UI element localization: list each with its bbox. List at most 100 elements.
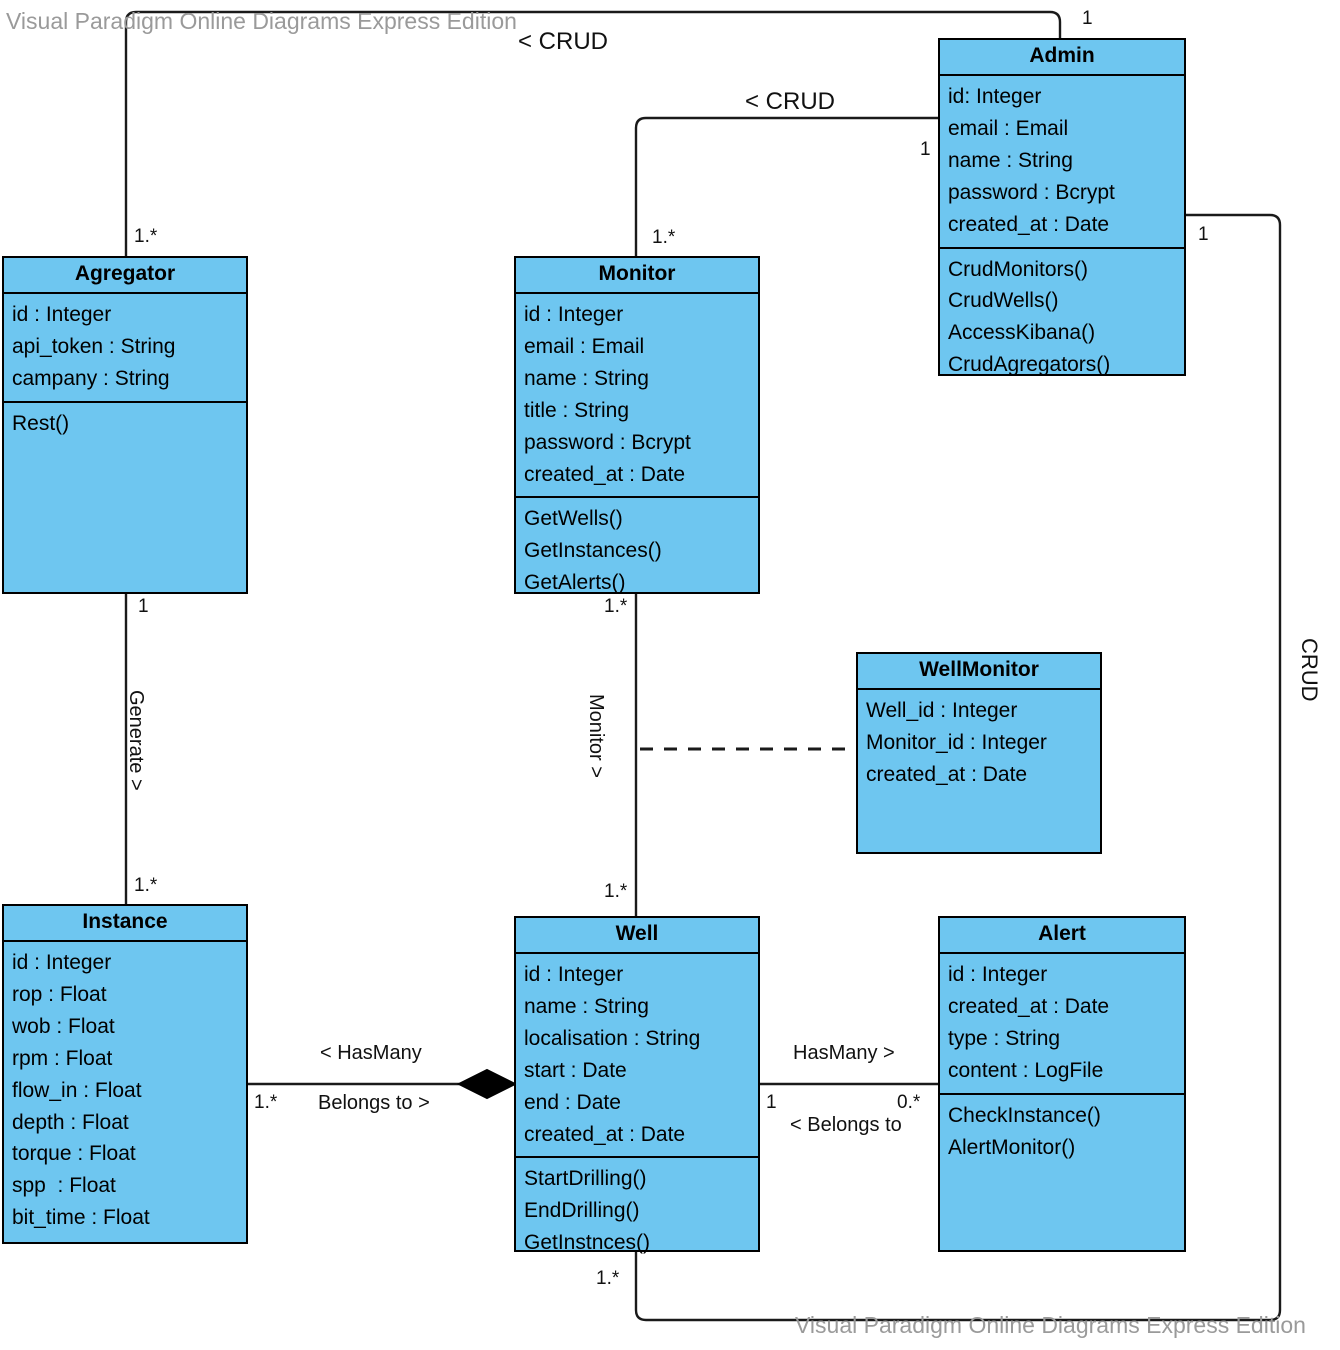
attribute: id : Integer <box>948 963 1048 986</box>
attribute: created_at : Date <box>948 994 1110 1018</box>
multiplicity-admin-agregator-source: 1 <box>1082 8 1093 29</box>
attribute: Well_id : Integer <box>866 699 1018 722</box>
attribute: id: Integer <box>948 85 1042 108</box>
attribute: type : String <box>948 1026 1061 1050</box>
composition-diamond <box>456 1068 518 1100</box>
class-attributes-admin: id: Integer email : Email name : String … <box>940 76 1184 249</box>
multiplicity-admin-agregator-target: 1.* <box>134 226 158 247</box>
edge-label-instance-well-bottom: Belongs to > <box>318 1092 430 1114</box>
edge-label-admin-agregator: < CRUD <box>518 28 609 55</box>
attribute: rop : Float <box>12 982 107 1006</box>
attribute: content : LogFile <box>948 1058 1104 1082</box>
class-title-alert: Alert <box>940 918 1184 954</box>
edge-label-instance-well-top: < HasMany <box>320 1042 422 1064</box>
class-attributes-monitor: id : Integer email : Email name : String… <box>516 294 758 499</box>
attribute: title : String <box>524 398 630 422</box>
class-operations-well: StartDrilling() EndDrilling() GetInstnce… <box>516 1158 758 1265</box>
attribute: id : Integer <box>12 951 112 974</box>
attribute: bit_time : Float <box>12 1206 150 1230</box>
operation: EndDrilling() <box>524 1199 640 1223</box>
edge-label-admin-well: CRUD <box>1297 638 1322 702</box>
edge-label-well-alert-top: HasMany > <box>793 1042 895 1064</box>
class-attributes-agregator: id : Integer api_token : String campany … <box>4 294 246 403</box>
attribute: api_token : String <box>12 334 176 358</box>
operation: CrudMonitors() <box>948 257 1089 281</box>
class-title-agregator: Agregator <box>4 258 246 294</box>
operation: GetWells() <box>524 507 623 531</box>
operation: AlertMonitor() <box>948 1135 1076 1159</box>
class-attributes-well: id : Integer name : String localisation … <box>516 954 758 1159</box>
class-box-instance[interactable]: Instance id : Integer rop : Float wob : … <box>2 904 248 1244</box>
attribute: password : Bcrypt <box>948 180 1115 204</box>
class-attributes-wellmonitor: Well_id : Integer Monitor_id : Integer c… <box>858 690 1100 797</box>
watermark-bottom: Visual Paradigm Online Diagrams Express … <box>795 1312 1306 1338</box>
multiplicity-admin-monitor-target: 1.* <box>652 227 676 248</box>
watermark-top: Visual Paradigm Online Diagrams Express … <box>6 8 517 34</box>
operation: StartDrilling() <box>524 1167 647 1191</box>
attribute: name : String <box>948 148 1073 172</box>
multiplicity-monitor-well-source: 1.* <box>604 596 628 617</box>
attribute: email : Email <box>524 334 645 358</box>
multiplicity-admin-monitor-source: 1 <box>920 139 931 160</box>
attribute: created_at : Date <box>524 1122 686 1146</box>
class-box-monitor[interactable]: Monitor id : Integer email : Email name … <box>514 256 760 594</box>
attribute: end : Date <box>524 1090 621 1114</box>
operation: GetInstnces() <box>524 1231 651 1255</box>
class-attributes-instance: id : Integer rop : Float wob : Float rpm… <box>4 942 246 1240</box>
class-box-well[interactable]: Well id : Integer name : String localisa… <box>514 916 760 1254</box>
operation: CheckInstance() <box>948 1103 1101 1127</box>
attribute: created_at : Date <box>524 462 686 486</box>
attribute: created_at : Date <box>948 212 1110 236</box>
class-box-admin[interactable]: Admin id: Integer email : Email name : S… <box>938 38 1186 376</box>
class-title-well: Well <box>516 918 758 954</box>
multiplicity-agregator-instance-target: 1.* <box>134 875 158 896</box>
attribute: id : Integer <box>524 963 624 986</box>
edge-label-admin-monitor: < CRUD <box>745 88 836 115</box>
operation: CrudWells() <box>948 289 1059 313</box>
edge-label-well-alert-bottom: < Belongs to <box>790 1114 902 1136</box>
class-operations-alert: CheckInstance() AlertMonitor() <box>940 1095 1184 1170</box>
attribute: email : Email <box>948 116 1069 140</box>
multiplicity-agregator-instance-source: 1 <box>138 596 149 617</box>
operation: CrudAgregators() <box>948 353 1111 377</box>
multiplicity-well-alert-source: 1 <box>766 1092 777 1113</box>
multiplicity-well-alert-target: 0.* <box>897 1092 921 1113</box>
attribute: name : String <box>524 994 649 1018</box>
multiplicity-instance-well-source: 1.* <box>254 1092 278 1113</box>
attribute: id : Integer <box>524 303 624 326</box>
class-title-monitor: Monitor <box>516 258 758 294</box>
attribute: torque : Float <box>12 1142 136 1166</box>
operation: AccessKibana() <box>948 321 1096 345</box>
class-operations-admin: CrudMonitors() CrudWells() AccessKibana(… <box>940 249 1184 388</box>
class-attributes-alert: id : Integer created_at : Date type : St… <box>940 954 1184 1095</box>
class-title-wellmonitor: WellMonitor <box>858 654 1100 690</box>
attribute: spp : Float <box>12 1174 116 1198</box>
class-operations-monitor: GetWells() GetInstances() GetAlerts() <box>516 498 758 605</box>
edge-admin-monitor <box>634 116 938 258</box>
attribute: localisation : String <box>524 1026 701 1050</box>
edge-label-monitor-well: Monitor > <box>585 694 607 778</box>
class-box-wellmonitor[interactable]: WellMonitor Well_id : Integer Monitor_id… <box>856 652 1102 854</box>
class-box-agregator[interactable]: Agregator id : Integer api_token : Strin… <box>2 256 248 594</box>
edge-label-agregator-instance: Generate > <box>125 690 147 791</box>
multiplicity-admin-well-target: 1.* <box>596 1268 620 1289</box>
operation: GetAlerts() <box>524 571 626 595</box>
class-box-alert[interactable]: Alert id : Integer created_at : Date typ… <box>938 916 1186 1252</box>
class-title-instance: Instance <box>4 906 246 942</box>
attribute: Monitor_id : Integer <box>866 730 1047 754</box>
operation: Rest() <box>12 411 70 435</box>
attribute: wob : Float <box>12 1014 115 1038</box>
operation: GetInstances() <box>524 539 662 563</box>
multiplicity-admin-well-source: 1 <box>1198 224 1209 245</box>
class-operations-agregator: Rest() <box>4 403 246 446</box>
attribute: password : Bcrypt <box>524 430 691 454</box>
attribute: created_at : Date <box>866 762 1028 786</box>
multiplicity-monitor-well-target: 1.* <box>604 881 628 902</box>
attribute: name : String <box>524 366 649 390</box>
attribute: flow_in : Float <box>12 1078 142 1102</box>
attribute: rpm : Float <box>12 1046 113 1070</box>
attribute: start : Date <box>524 1058 627 1082</box>
attribute: id : Integer <box>12 303 112 326</box>
attribute: campany : String <box>12 366 170 390</box>
